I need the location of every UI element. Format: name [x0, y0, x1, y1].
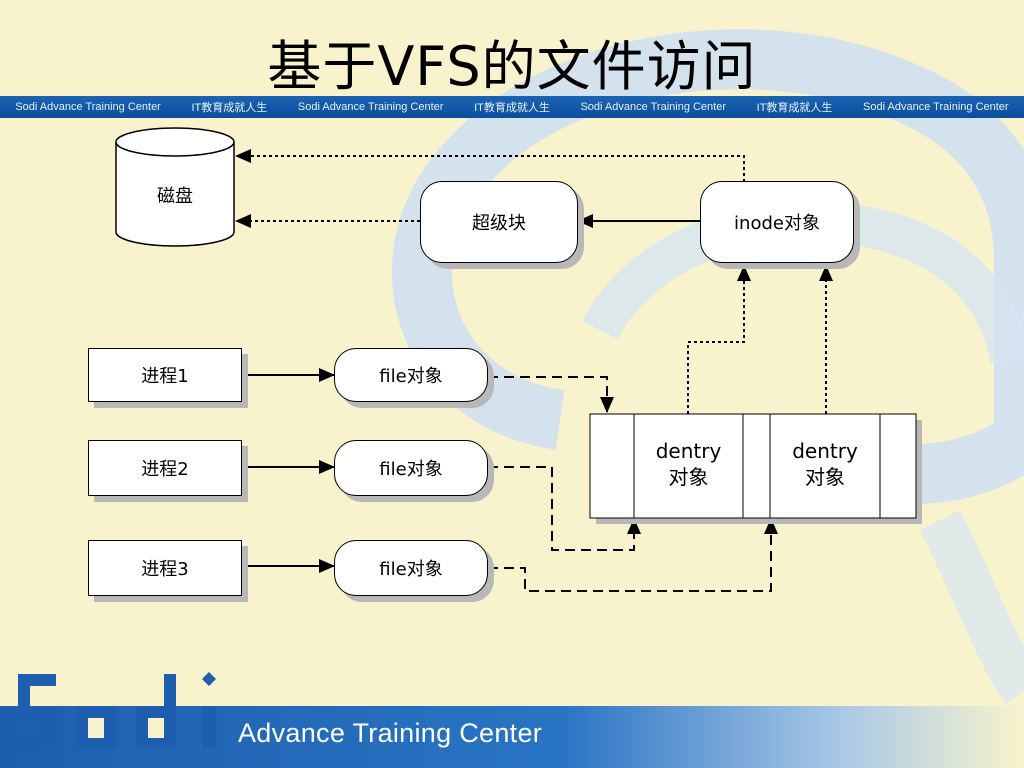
file-object-3-node: file对象 — [334, 540, 488, 596]
file-object-1-node: file对象 — [334, 348, 488, 402]
file2-to-dentry-arrow — [488, 466, 641, 551]
superblock-node: 超级块 — [420, 181, 578, 263]
dentry-object-2-line1: dentry — [792, 439, 858, 463]
banner-item: Sodi Advance Training Center — [863, 101, 1009, 113]
process-1-node: 进程1 — [88, 348, 242, 402]
file1-to-dentry-arrow — [488, 376, 614, 413]
sodi-logo — [18, 672, 216, 748]
dentry-object-1-line1: dentry — [655, 439, 722, 463]
disk-cylinder — [115, 127, 235, 247]
slide-title: 基于VFS的文件访问 — [267, 35, 757, 98]
inode-node: inode对象 — [700, 181, 854, 263]
dentry-object-1-line2: 对象 — [668, 465, 709, 489]
inode-to-disk-arrow — [235, 149, 745, 182]
dentry-object-2: dentry 对象 — [770, 438, 880, 490]
banner-item: Sodi Advance Training Center — [297, 101, 444, 113]
dentry-object-2-line2: 对象 — [805, 465, 845, 489]
banner-item: Sodi Advance Training Center — [15, 101, 161, 113]
footer-tagline: Advance Training Center — [238, 718, 543, 748]
banner-item: Sodi Advance Training Center — [580, 101, 727, 113]
process-2-node: 进程2 — [88, 440, 242, 496]
banner-item: IT教育成就人生 — [474, 102, 550, 114]
process-3-node: 进程3 — [88, 540, 242, 596]
dentry-object-1: dentry 对象 — [634, 438, 743, 490]
dentry-table — [589, 413, 922, 524]
file-object-2-node: file对象 — [334, 440, 488, 496]
disk-label: 磁盘 — [157, 186, 193, 207]
file3-to-dentry-arrow — [488, 518, 778, 592]
dentry1-to-inode-arrow — [687, 265, 751, 414]
banner-item: IT教育成就人生 — [756, 102, 833, 114]
top-banner: Sodi Advance Training Center IT教育成就人生 So… — [0, 96, 1024, 118]
banner-item: IT教育成就人生 — [191, 102, 268, 114]
